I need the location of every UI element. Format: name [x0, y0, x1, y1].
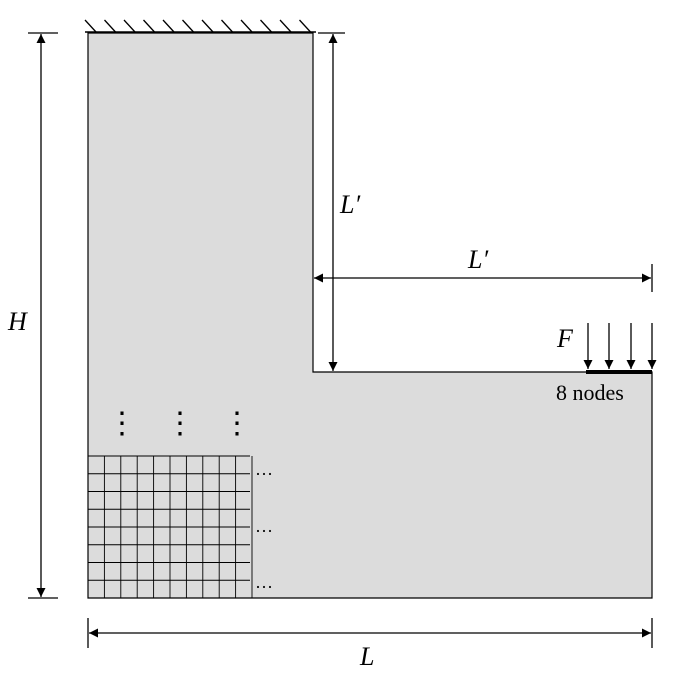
svg-text:···: ··· — [255, 577, 273, 597]
svg-text:⋮: ⋮ — [222, 407, 252, 440]
load-arrows — [583, 323, 657, 369]
arm-horizontal-label: L′ — [467, 245, 488, 274]
fixed-support-hatch — [84, 19, 316, 33]
l-bracket-domain — [87, 32, 653, 599]
svg-text:⋮: ⋮ — [165, 407, 195, 440]
dimension-arm-vertical — [318, 32, 345, 371]
mesh-grid — [87, 455, 253, 599]
dimension-arm-horizontal — [314, 264, 653, 292]
svg-text:···: ··· — [255, 464, 273, 484]
svg-text:···: ··· — [255, 521, 273, 541]
svg-text:⋮: ⋮ — [107, 407, 137, 440]
dimension-length — [87, 618, 653, 648]
mesh-ellipsis-horizontal: ··· ··· ··· — [255, 464, 273, 597]
length-label: L — [359, 642, 374, 671]
force-label: F — [556, 324, 574, 353]
dimension-height — [28, 32, 58, 599]
mesh-ellipsis-vertical: ⋮ ⋮ ⋮ — [107, 407, 252, 440]
nodes-label: 8 nodes — [556, 380, 624, 405]
arm-vertical-label: L′ — [339, 190, 360, 219]
height-label: H — [7, 307, 28, 336]
